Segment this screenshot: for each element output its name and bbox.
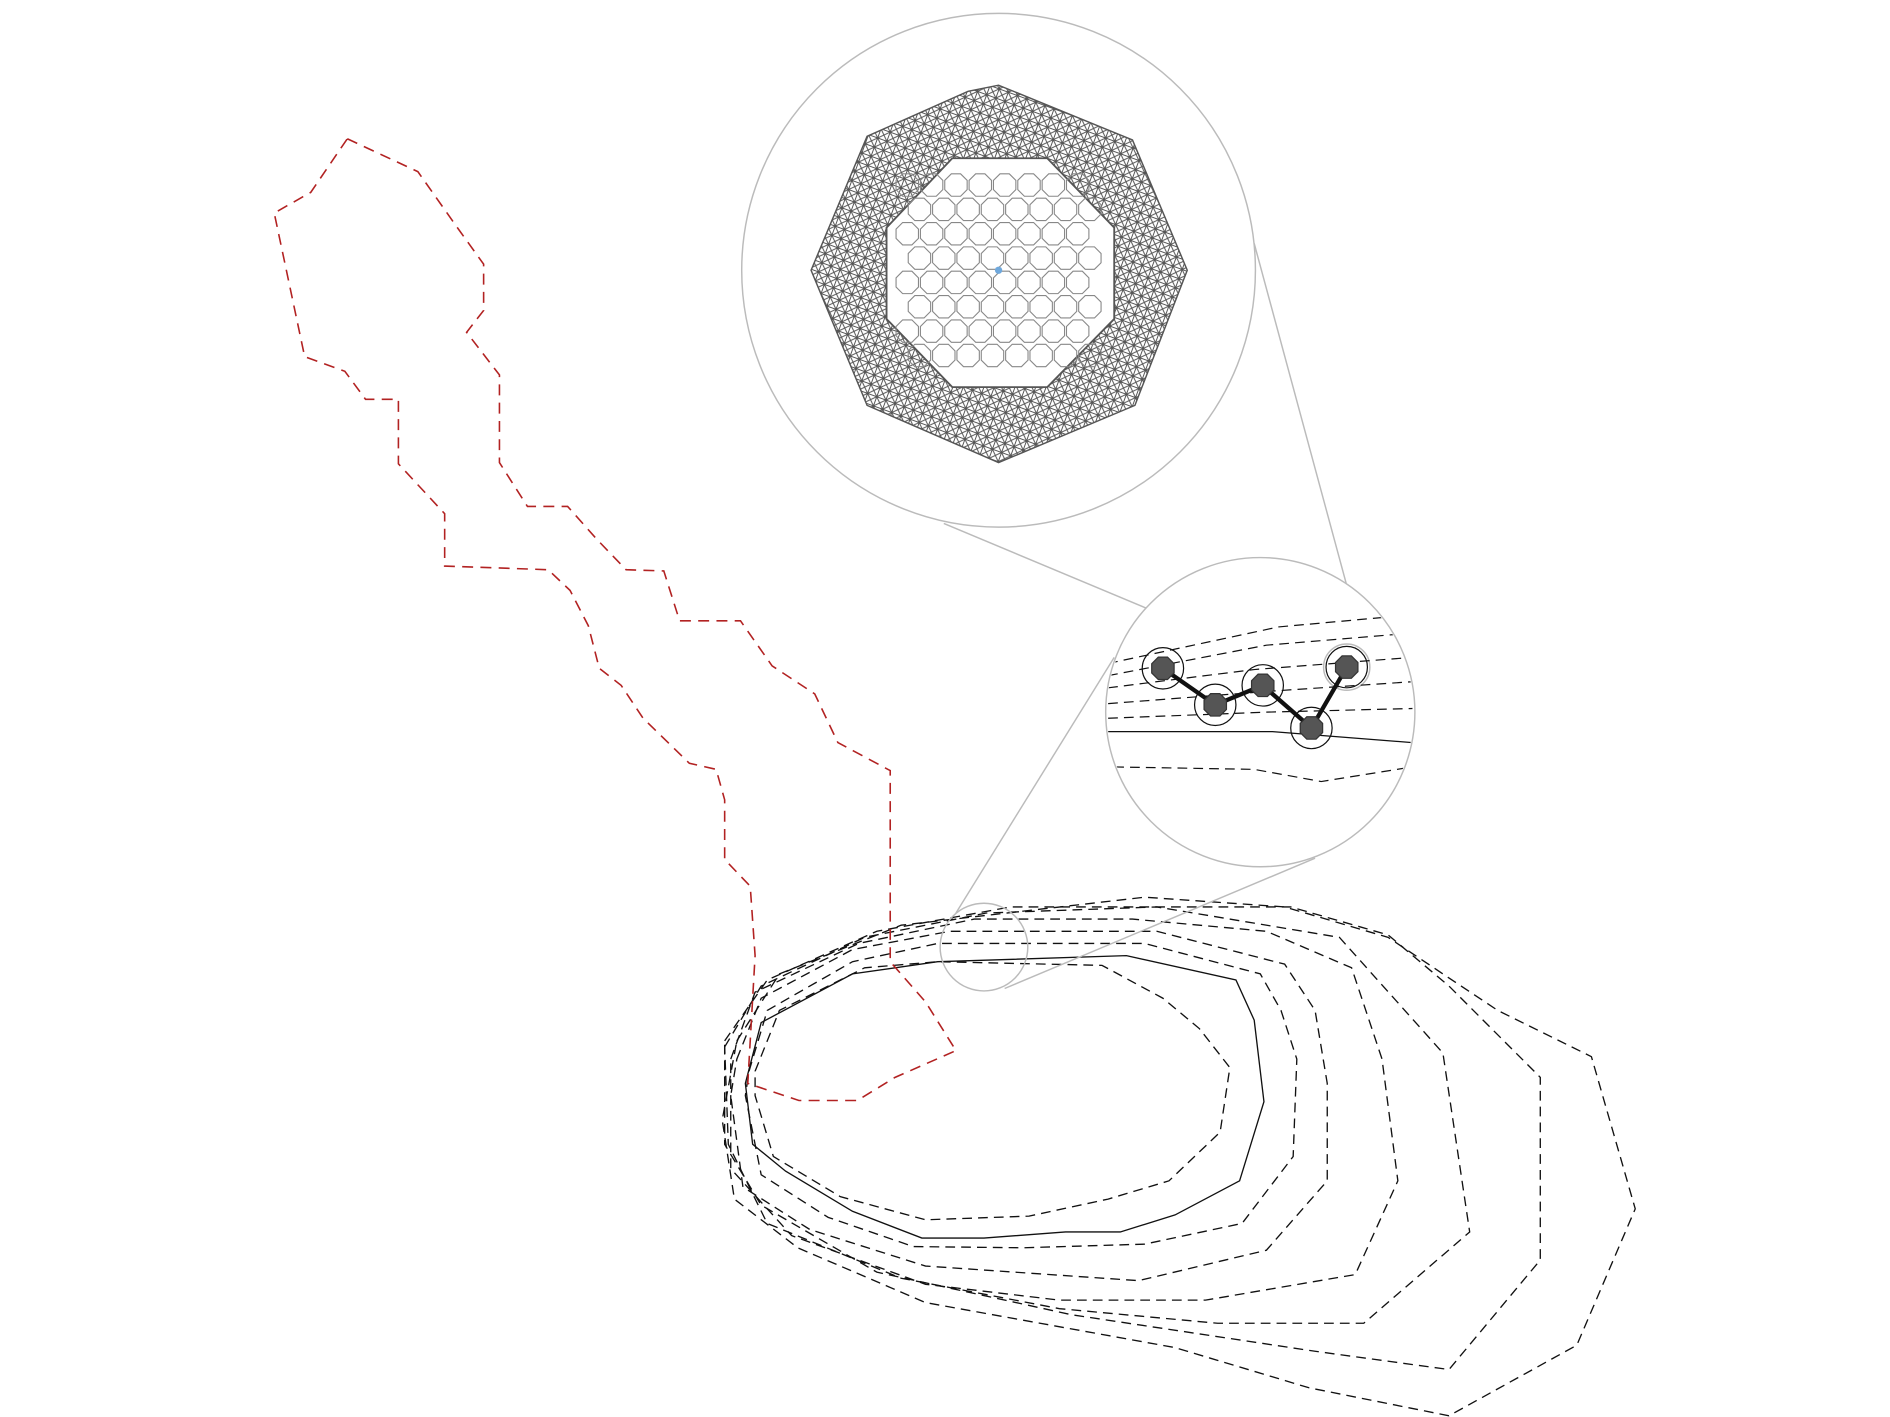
cell-octagon bbox=[1029, 246, 1053, 270]
cell-octagon bbox=[895, 270, 920, 295]
node-ring bbox=[1193, 683, 1237, 727]
dashed-contour bbox=[723, 906, 1541, 1371]
cell-octagon bbox=[1065, 173, 1090, 197]
cell-octagon bbox=[968, 173, 993, 197]
cell-octagon bbox=[1053, 197, 1078, 222]
cell-octagon bbox=[980, 246, 1005, 270]
lens-connector-line bbox=[1004, 857, 1316, 990]
cell-octagon bbox=[919, 270, 944, 295]
mid-content bbox=[1106, 614, 1413, 783]
cell-octagon bbox=[1017, 221, 1041, 246]
cell-octagon bbox=[932, 197, 956, 222]
cell-octagon bbox=[1041, 319, 1066, 343]
cell-octagon bbox=[1017, 270, 1041, 295]
node-octagon bbox=[1203, 693, 1228, 717]
cell-octagon bbox=[944, 221, 968, 246]
cell-octagon bbox=[980, 197, 1005, 222]
lens-connector-line bbox=[955, 656, 1115, 914]
cell-octagon bbox=[1029, 197, 1053, 222]
cell-octagon bbox=[1065, 221, 1090, 246]
node-octagon bbox=[1299, 716, 1324, 740]
cell-octagon bbox=[1078, 197, 1102, 222]
cell-octagon bbox=[956, 343, 980, 368]
cell-octagon bbox=[1078, 295, 1102, 319]
cell-octagon bbox=[1005, 295, 1029, 319]
tiny-lens-circle bbox=[1322, 643, 1371, 691]
node-octagon bbox=[1250, 673, 1275, 698]
cell-octagon bbox=[1078, 246, 1102, 270]
cell-octagon bbox=[932, 343, 956, 368]
cell-octagon bbox=[907, 246, 932, 270]
dashed-contour bbox=[1108, 656, 1413, 689]
cell-octagon bbox=[992, 221, 1017, 246]
cell-octagon bbox=[1078, 343, 1102, 368]
cell-octagon bbox=[1017, 319, 1041, 343]
cell-octagon bbox=[1053, 246, 1078, 270]
cell-octagon bbox=[1005, 197, 1029, 222]
cell-octagon bbox=[907, 197, 932, 222]
dashed-contour bbox=[730, 918, 1399, 1301]
cell-octagon bbox=[944, 173, 968, 197]
cell-octagon bbox=[1041, 173, 1066, 197]
cell-octagon bbox=[919, 221, 944, 246]
small-lens-circle bbox=[939, 902, 1029, 992]
cell-octagon bbox=[907, 343, 932, 368]
cell-octagon bbox=[956, 295, 980, 319]
node-ring bbox=[1325, 645, 1369, 689]
cell-octagon bbox=[992, 270, 1017, 295]
node-octagon bbox=[1151, 656, 1175, 681]
cell-octagon bbox=[895, 221, 920, 246]
dashed-contour bbox=[754, 961, 1231, 1221]
dashed-contour bbox=[1107, 614, 1413, 665]
cell-octagon bbox=[992, 173, 1017, 197]
node-ring bbox=[1141, 647, 1185, 690]
solid-contour bbox=[744, 954, 1265, 1239]
cell-octagon bbox=[919, 319, 944, 343]
cell-octagon bbox=[968, 319, 993, 343]
cell-octagon bbox=[1005, 343, 1029, 368]
cell-octagon bbox=[1053, 343, 1078, 368]
cell-octagon bbox=[944, 270, 968, 295]
cell-octagon bbox=[932, 246, 956, 270]
dashed-contour bbox=[1108, 707, 1413, 719]
cell-octagon bbox=[956, 197, 980, 222]
cell-octagon bbox=[1029, 295, 1053, 319]
cell-octagon bbox=[1065, 319, 1090, 343]
cell-octagon bbox=[1041, 270, 1066, 295]
dashed-contour bbox=[721, 896, 1636, 1417]
dashed-contour bbox=[730, 930, 1328, 1282]
cell-octagon bbox=[1017, 173, 1041, 197]
red-dashed-trajectory bbox=[273, 137, 958, 1102]
cell-octagon bbox=[956, 246, 980, 270]
cell-octagon bbox=[944, 319, 968, 343]
mid-lens-circle bbox=[1104, 556, 1416, 868]
octagon-mesh-view bbox=[810, 84, 1189, 464]
cell-octagon bbox=[980, 343, 1005, 368]
cell-octagon bbox=[992, 319, 1017, 343]
dashed-contour bbox=[723, 906, 1471, 1324]
cell-octagon bbox=[1053, 295, 1078, 319]
cell-octagon bbox=[1041, 221, 1066, 246]
mid-zoom-detail bbox=[1106, 614, 1413, 783]
cell-octagon bbox=[1065, 270, 1090, 295]
cell-octagon bbox=[919, 173, 944, 197]
dashed-contour bbox=[1114, 766, 1413, 783]
node-octagon bbox=[1334, 655, 1359, 679]
cell-octagon bbox=[895, 319, 920, 343]
cell-octagon bbox=[932, 295, 956, 319]
cell-octagon bbox=[1005, 246, 1029, 270]
cell-octagon bbox=[968, 270, 993, 295]
contour-lines bbox=[721, 896, 1636, 1417]
solid-contour bbox=[1106, 731, 1413, 744]
center-marker bbox=[994, 266, 1003, 274]
node-ring bbox=[1290, 706, 1333, 750]
cell-octagon bbox=[1029, 343, 1053, 368]
cell-octagon bbox=[968, 221, 993, 246]
cell-octagon bbox=[895, 173, 920, 197]
cell-octagon bbox=[980, 295, 1005, 319]
node-ring bbox=[1241, 664, 1285, 707]
dashed-contour bbox=[744, 942, 1298, 1249]
cell-octagon bbox=[907, 295, 932, 319]
